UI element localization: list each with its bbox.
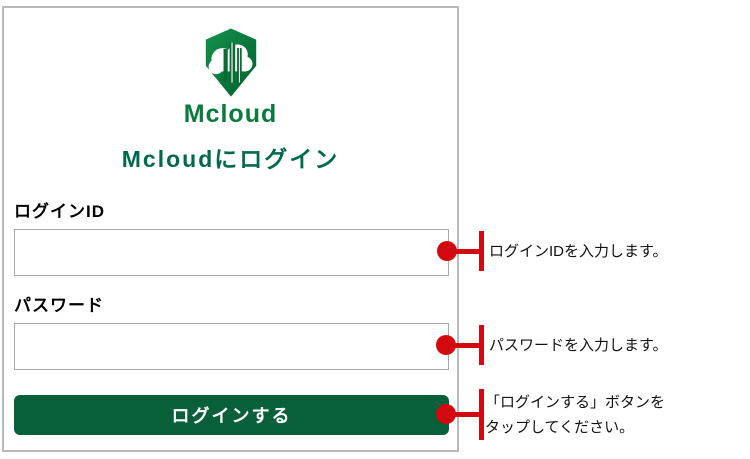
password-label: パスワード xyxy=(14,296,104,315)
mcloud-shield-icon xyxy=(205,28,256,97)
page-title: Mcloudにログイン xyxy=(121,146,340,172)
login-id-input[interactable] xyxy=(14,229,449,276)
callout-bar-password xyxy=(479,325,484,365)
logo: Mcloud xyxy=(4,28,457,129)
login-panel: Mcloud Mcloudにログイン ログインID パスワード ログインする xyxy=(2,6,459,452)
callout-text-login-id: ログインIDを入力します。 xyxy=(489,243,668,260)
password-input[interactable] xyxy=(14,323,449,370)
callout-line-login-button xyxy=(446,412,480,417)
callout-line-password xyxy=(446,343,480,348)
callout-text-password: パスワードを入力します。 xyxy=(489,337,668,354)
login-button[interactable]: ログインする xyxy=(14,395,449,435)
brand-wordmark: Mcloud xyxy=(183,100,278,128)
callout-text-login-button: 「ログインする」ボタンを タップしてください。 xyxy=(485,394,666,436)
callout-bar-login-button xyxy=(479,389,484,440)
callout-bar-login-id xyxy=(479,231,484,271)
callout-line-login-id xyxy=(447,249,481,254)
login-id-label: ログインID xyxy=(14,202,105,221)
